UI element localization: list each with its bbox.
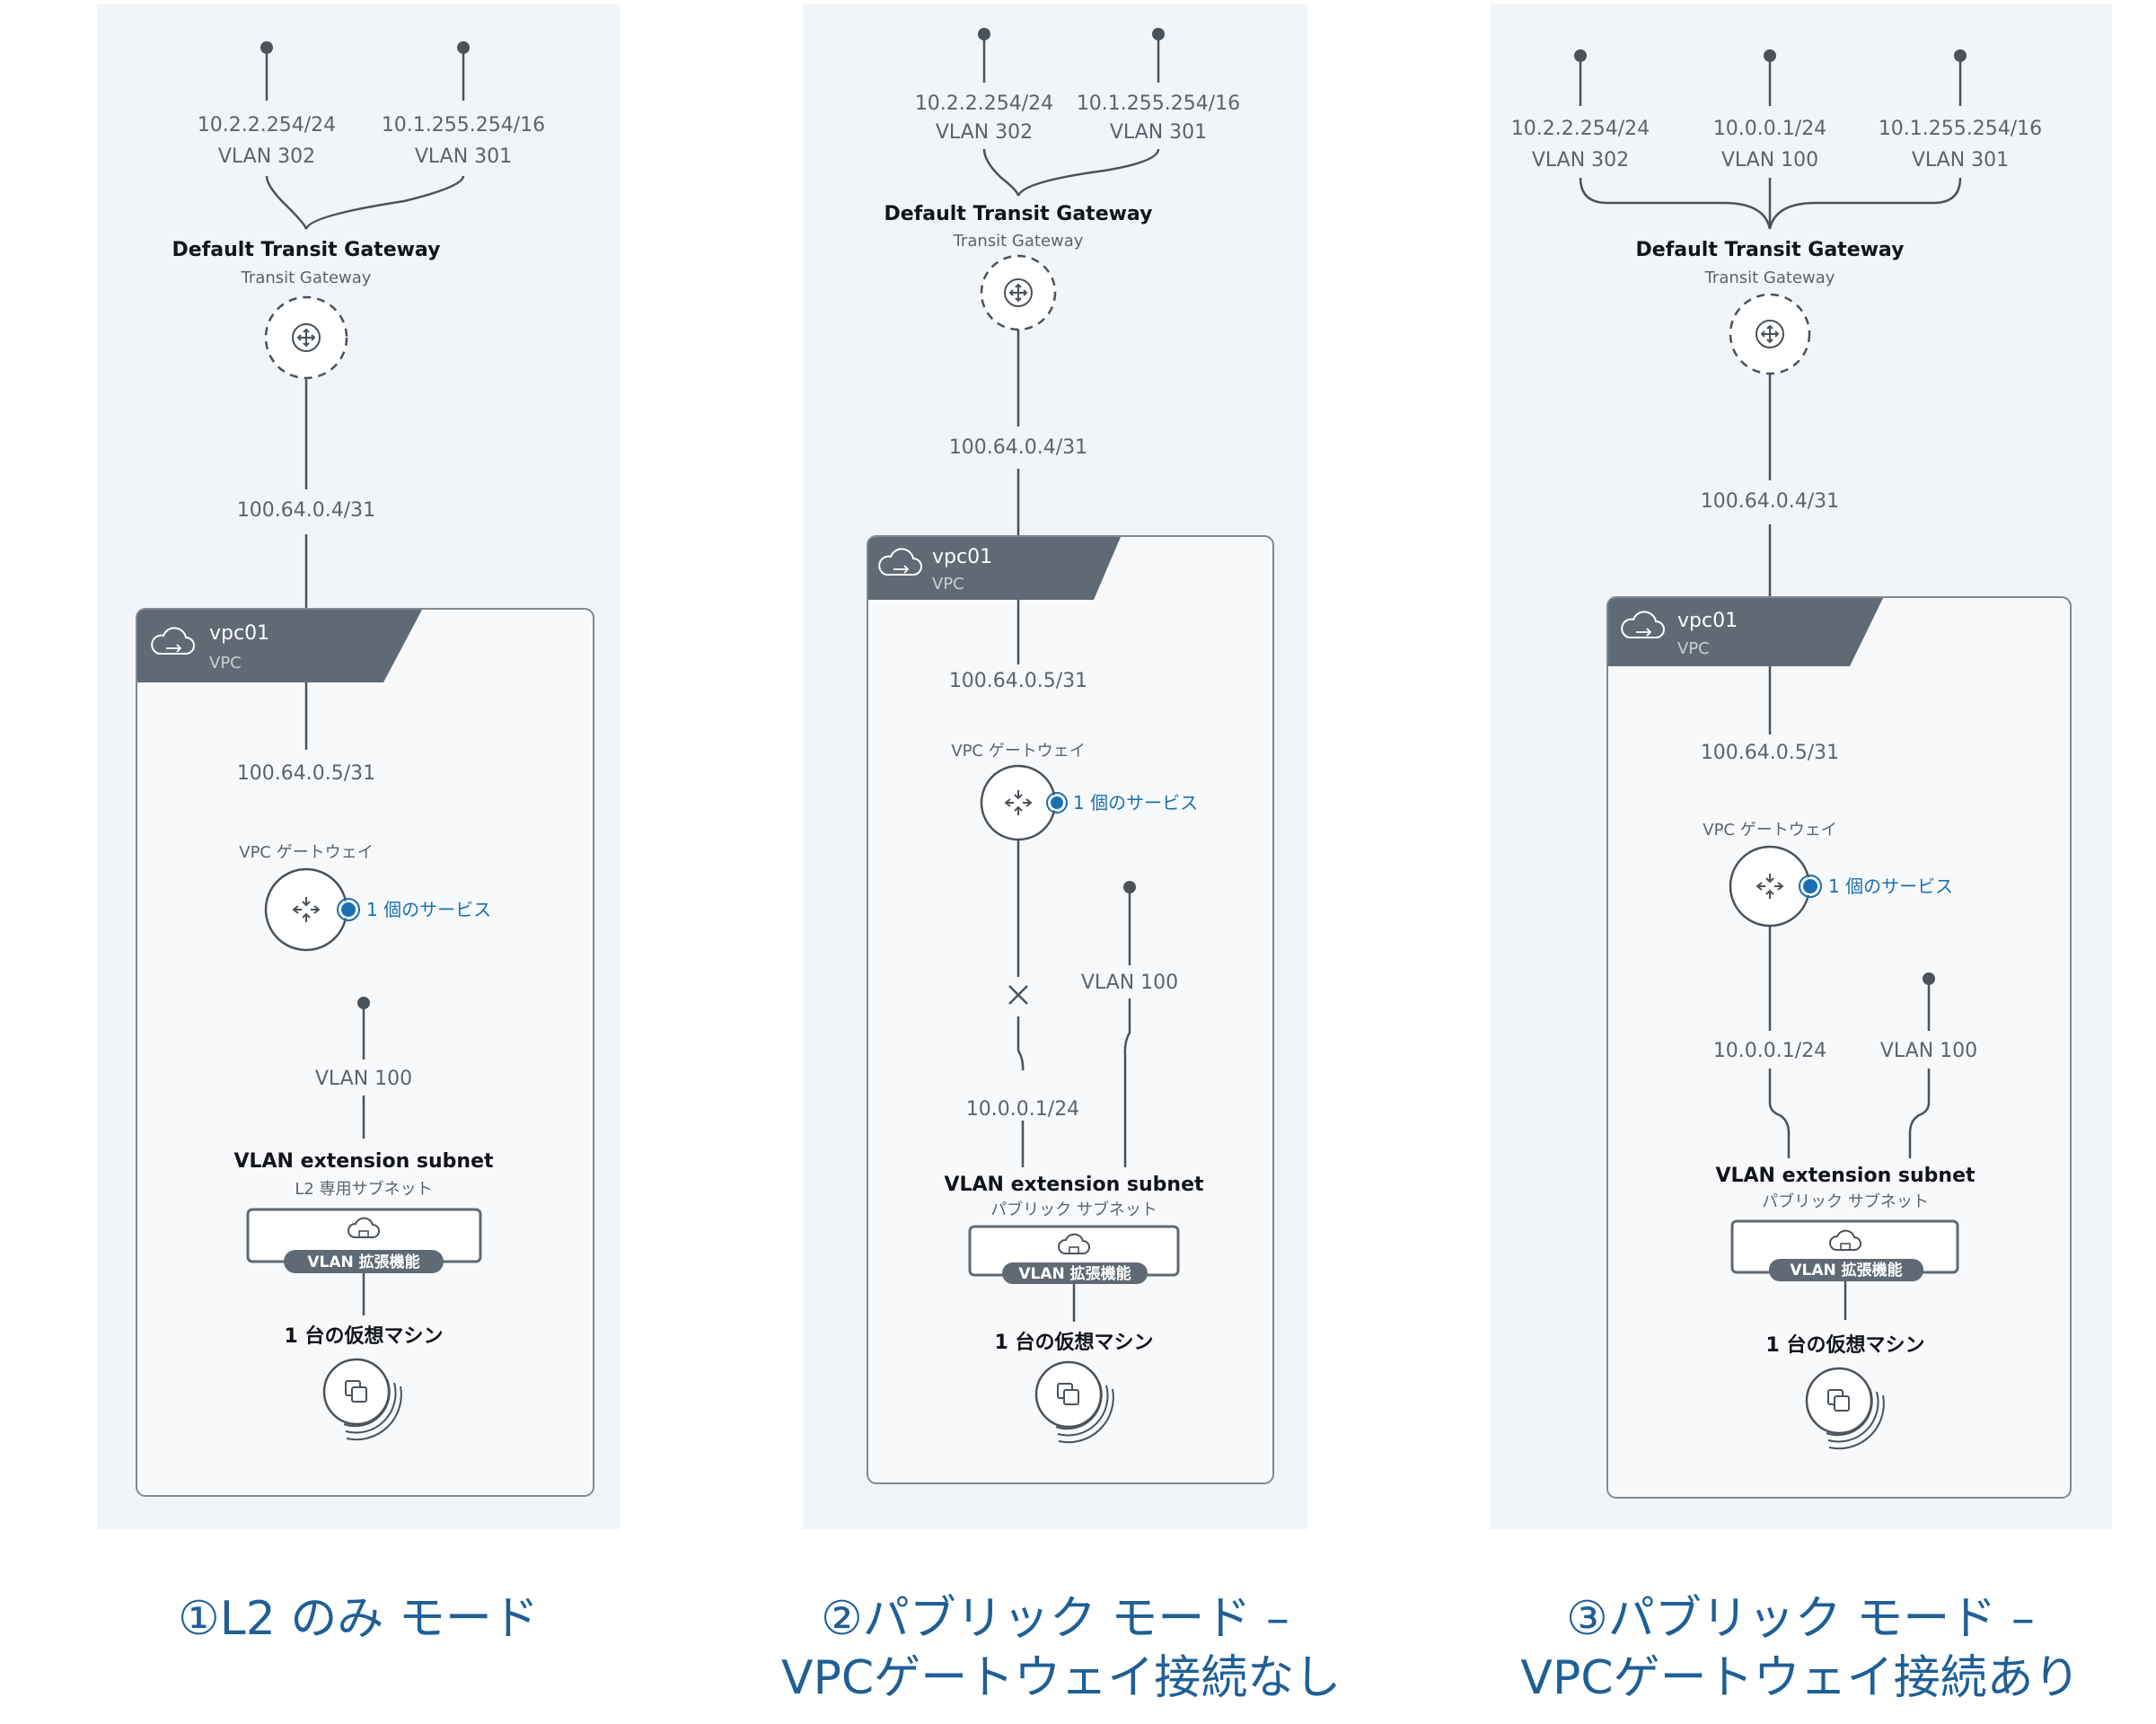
- service-indicator-ring: [1046, 792, 1068, 814]
- vpc-gateway-label: VPC ゲートウェイ: [239, 843, 373, 862]
- panel-l2-only: 10.2.2.254/24 VLAN 302 10.1.255.254/16 V…: [97, 4, 620, 1529]
- service-indicator-ring: [1799, 875, 1822, 898]
- service-indicator-dot[interactable]: [1801, 877, 1819, 895]
- vlan-302-label: VLAN 302: [218, 145, 315, 168]
- vpc-container[interactable]: [1606, 596, 2072, 1499]
- subnet-subtitle: L2 専用サブネット: [295, 1179, 432, 1199]
- service-count[interactable]: 1 個のサービス: [1828, 875, 1953, 897]
- subnet-title: VLAN extension subnet: [944, 1174, 1204, 1196]
- vpc-side-cidr: 100.64.0.5/31: [237, 762, 375, 785]
- panel-public-no-gateway: 10.2.2.254/24 VLAN 302 10.1.255.254/16 V…: [803, 4, 1307, 1529]
- service-indicator-dot[interactable]: [1049, 795, 1065, 811]
- vlan-extension-badge: VLAN 拡張機能: [1018, 1264, 1131, 1283]
- vpc-name: vpc01: [932, 546, 992, 568]
- vlan-301-label: VLAN 301: [1912, 149, 2009, 172]
- gateway-type: Transit Gateway: [953, 232, 1084, 251]
- caption-line: VPCゲートウェイ接続あり: [1520, 1651, 2081, 1705]
- ext-vlan-label: VLAN 100: [1081, 972, 1178, 994]
- vlan-100-top-label: VLAN 100: [1721, 149, 1818, 172]
- subnet-subtitle: パブリック サブネット: [990, 1200, 1157, 1219]
- vpc-header: [1608, 598, 1883, 666]
- uplink-cidr: 100.64.0.4/31: [237, 499, 375, 522]
- caption-line: ③パブリック モード –: [1566, 1592, 2035, 1646]
- gateway-name: Default Transit Gateway: [172, 239, 441, 261]
- caption-public-no-gateway: ②パブリック モード – VPCゲートウェイ接続なし: [781, 1589, 1342, 1708]
- vlan-301-cidr: 10.1.255.254/16: [1077, 92, 1240, 115]
- subnet-subtitle: パブリック サブネット: [1762, 1192, 1929, 1211]
- gateway-name: Default Transit Gateway: [884, 203, 1153, 225]
- vpc-gateway-node[interactable]: [980, 764, 1057, 841]
- gateway-subnet-line: [1016, 840, 1025, 1167]
- subnet-title: VLAN extension subnet: [1715, 1165, 1976, 1187]
- service-indicator-ring: [337, 898, 360, 921]
- vlan-301-cidr: 10.1.255.254/16: [382, 114, 545, 136]
- caption-l2-only: ①L2 のみ モード: [97, 1589, 620, 1649]
- uplink-cidr: 100.64.0.4/31: [949, 436, 1087, 459]
- vlan-merge-lines: [265, 175, 465, 230]
- subnet-title: VLAN extension subnet: [233, 1150, 494, 1173]
- panel-public-with-gateway: 10.2.2.254/24 VLAN 302 10.0.0.1/24 VLAN …: [1491, 4, 2112, 1529]
- gateway-subnet-line: [1768, 926, 1791, 1158]
- vlan-merge-lines: [982, 148, 1160, 197]
- vm-label: 1 台の仮想マシン: [995, 1331, 1154, 1354]
- vlan-100-top-cidr: 10.0.0.1/24: [1713, 118, 1826, 140]
- badge-pill: [284, 1250, 444, 1273]
- caption-public-with-gateway: ③パブリック モード – VPCゲートウェイ接続あり: [1509, 1589, 2092, 1708]
- service-count[interactable]: 1 個のサービス: [1073, 792, 1198, 814]
- badge-pill: [1002, 1262, 1148, 1284]
- gateway-name: Default Transit Gateway: [1636, 239, 1905, 261]
- badge-pill: [1769, 1259, 1923, 1281]
- vlan-302-cidr: 10.2.2.254/24: [1511, 118, 1650, 140]
- vpc-name: vpc01: [1677, 610, 1738, 632]
- vpc-header: [868, 537, 1121, 600]
- vlan-301-cidr: 10.1.255.254/16: [1879, 118, 2042, 140]
- ext-vlan-label: VLAN 100: [315, 1068, 412, 1090]
- vpc-container[interactable]: [136, 608, 594, 1497]
- vlan-extension-badge: VLAN 拡張機能: [307, 1253, 419, 1271]
- vlan-301-label: VLAN 301: [1110, 121, 1207, 144]
- vpc-side-cidr: 100.64.0.5/31: [1701, 742, 1839, 764]
- vlan-301-label: VLAN 301: [415, 145, 512, 168]
- vlan-100-line: [1908, 979, 1931, 1158]
- vlan-302-label: VLAN 302: [936, 121, 1033, 144]
- vpc-gateway-label: VPC ゲートウェイ: [1703, 821, 1836, 840]
- subnet-cidr: 10.0.0.1/24: [966, 1098, 1079, 1121]
- vpc-type: VPC: [209, 654, 242, 673]
- vlan-100-line: [1123, 887, 1131, 1167]
- vpc-name: vpc01: [209, 622, 269, 645]
- gateway-type: Transit Gateway: [241, 268, 372, 287]
- subnet-cidr: 10.0.0.1/24: [1713, 1040, 1826, 1062]
- vlan-merge-lines: [1579, 177, 1962, 230]
- vpc-type: VPC: [1677, 639, 1710, 658]
- vpc-header: [137, 610, 422, 682]
- vlan-302-cidr: 10.2.2.254/24: [915, 92, 1053, 115]
- vm-label: 1 台の仮想マシン: [285, 1324, 444, 1348]
- caption-line: ①L2 のみ モード: [178, 1592, 539, 1646]
- caption-line: ②パブリック モード –: [821, 1592, 1289, 1646]
- ext-vlan-label: VLAN 100: [1880, 1040, 1977, 1062]
- vpc-type: VPC: [932, 575, 964, 594]
- vpc-gateway-node[interactable]: [264, 867, 348, 952]
- service-count[interactable]: 1 個のサービス: [366, 899, 491, 920]
- vpc-gateway-label: VPC ゲートウェイ: [951, 742, 1085, 761]
- vpc-gateway-node[interactable]: [1729, 845, 1811, 928]
- vlan-302-cidr: 10.2.2.254/24: [198, 114, 336, 136]
- gateway-type: Transit Gateway: [1704, 268, 1835, 287]
- vlan-302-label: VLAN 302: [1532, 149, 1629, 172]
- service-indicator-dot[interactable]: [339, 901, 357, 919]
- vlan-extension-badge: VLAN 拡張機能: [1790, 1261, 1902, 1280]
- vpc-side-cidr: 100.64.0.5/31: [949, 670, 1087, 692]
- vm-label: 1 台の仮想マシン: [1766, 1333, 1925, 1357]
- uplink-cidr: 100.64.0.4/31: [1701, 490, 1839, 513]
- disconnected-x-mark: [1008, 985, 1028, 1005]
- caption-line: VPCゲートウェイ接続なし: [781, 1651, 1342, 1705]
